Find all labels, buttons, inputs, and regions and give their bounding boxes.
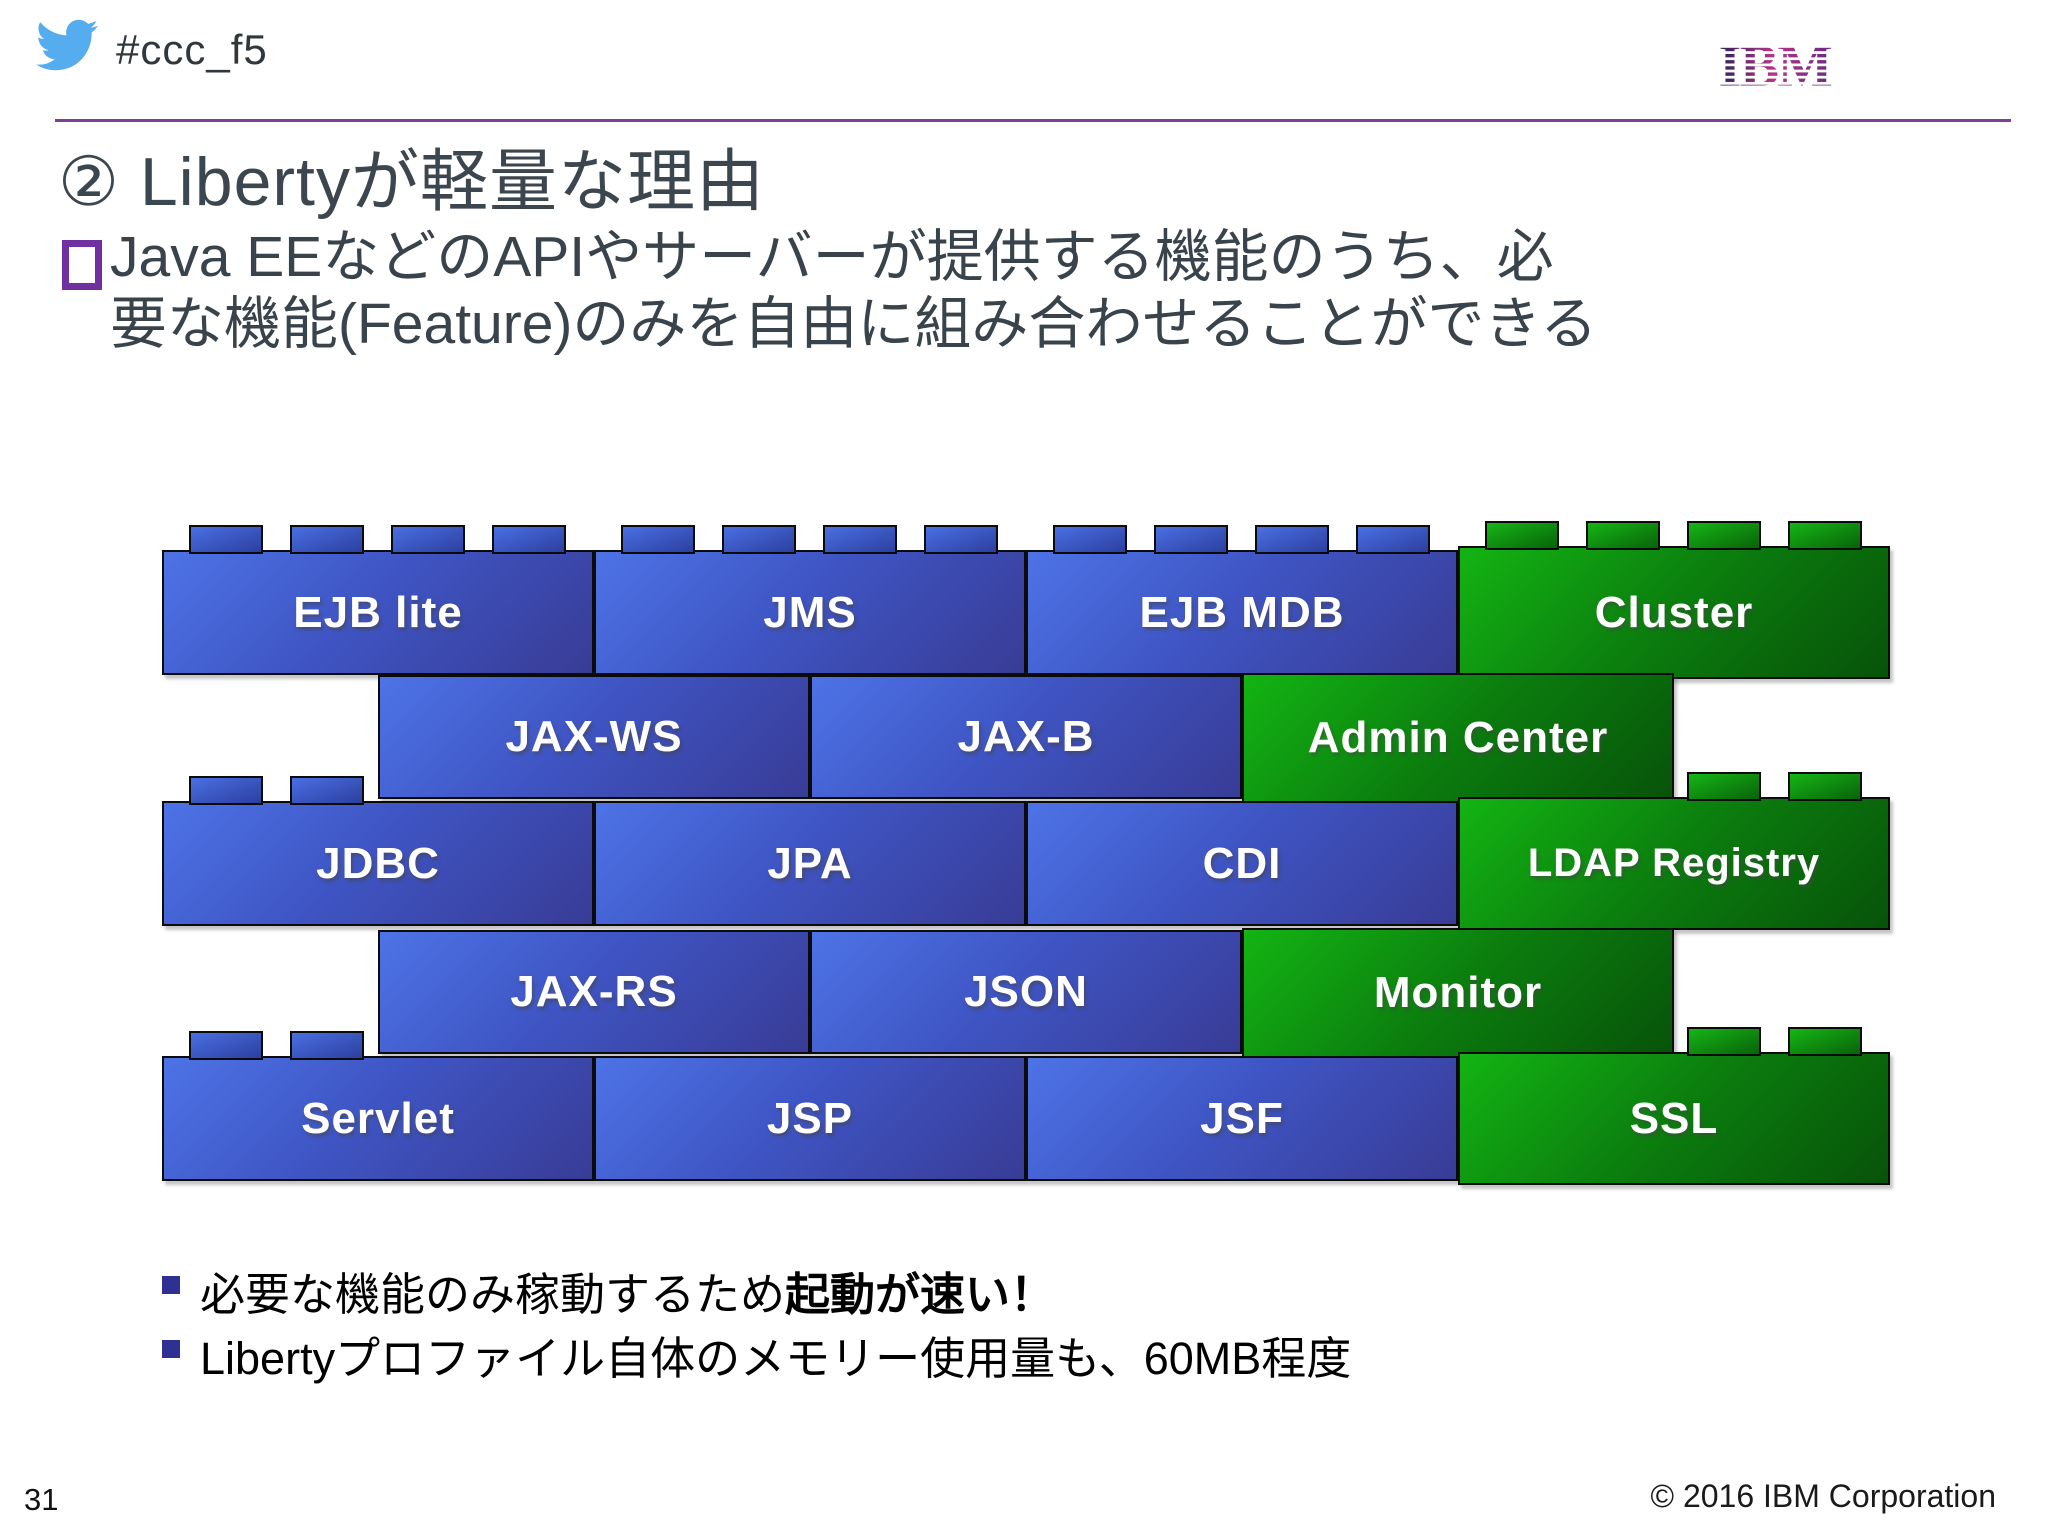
header-rule <box>55 119 2011 122</box>
brick-stud <box>1356 525 1430 554</box>
brick-stud <box>924 525 998 554</box>
twitter-bird-icon <box>36 19 98 71</box>
brick-ssl: SSL <box>1458 1027 1890 1185</box>
brick-ldap-registry: LDAP Registry <box>1458 772 1890 930</box>
brick-label: JSP <box>766 1093 854 1143</box>
note-bullet-icon <box>162 1276 180 1294</box>
brick-label: SSL <box>1629 1093 1719 1143</box>
brick-label: JPA <box>767 838 853 888</box>
note-bullet-icon <box>162 1340 180 1358</box>
note-line-1: 必要な機能のみ稼動するため起動が速い！ <box>200 1258 1055 1323</box>
brick-stud <box>1788 1027 1862 1056</box>
brick-label: EJB MDB <box>1139 587 1345 637</box>
brick-stud <box>290 776 364 805</box>
brick-jms: JMS <box>594 525 1026 675</box>
brick-stud <box>290 525 364 554</box>
brick-stud <box>391 525 465 554</box>
brick-admin-center: Admin Center <box>1242 673 1674 803</box>
brick-cdi: CDI <box>1026 801 1458 926</box>
brick-stud <box>290 1031 364 1060</box>
slide-title: ② Libertyが軽量な理由 <box>58 144 765 220</box>
lead-text: Java EEなどのAPIやサーバーが提供する機能のうち、必 要な機能(Feat… <box>110 224 1597 358</box>
brick-jax-b: JAX-B <box>810 675 1242 799</box>
note-line-2: Libertyプロファイル自体のメモリー使用量も、60MB程度 <box>200 1322 1351 1387</box>
brick-label: JSF <box>1200 1093 1284 1143</box>
brick-jdbc: JDBC <box>162 776 594 926</box>
brick-jpa: JPA <box>594 801 1026 926</box>
note-text: 必要な機能のみ稼動するため <box>200 1269 786 1320</box>
brick-jsf: JSF <box>1026 1056 1458 1181</box>
brick-stud <box>1687 521 1761 550</box>
brick-label: JDBC <box>316 838 440 888</box>
brick-monitor: Monitor <box>1242 928 1674 1058</box>
brick-stud <box>1687 1027 1761 1056</box>
lead-line-1: Java EEなどのAPIやサーバーが提供する機能のうち、必 <box>110 225 1554 289</box>
brick-ejb-lite: EJB lite <box>162 525 594 675</box>
brick-stud <box>1053 525 1127 554</box>
hashtag-label: #ccc_f5 <box>116 26 268 73</box>
brick-servlet: Servlet <box>162 1031 594 1181</box>
brick-cluster: Cluster <box>1458 521 1890 679</box>
brick-stud <box>189 525 263 554</box>
brick-stud <box>492 525 566 554</box>
brick-label: LDAP Registry <box>1527 841 1821 885</box>
note-text: Libertyプロファイル自体のメモリー使用量も、60MB程度 <box>200 1333 1352 1384</box>
brick-stud <box>189 776 263 805</box>
brick-stud <box>1687 772 1761 801</box>
brick-label: CDI <box>1202 838 1282 888</box>
brick-stud <box>823 525 897 554</box>
brick-label: JAX-B <box>957 712 1095 761</box>
page-number: 31 <box>24 1482 59 1517</box>
brick-stud <box>1788 521 1862 550</box>
purple-square-bullet-icon <box>62 240 102 290</box>
brick-json: JSON <box>810 930 1242 1054</box>
brick-label: JMS <box>763 587 857 637</box>
brick-stud <box>1485 521 1559 550</box>
note-text-bold: 起動が速い！ <box>785 1269 1056 1320</box>
brick-ejb-mdb: EJB MDB <box>1026 525 1458 675</box>
brick-stud <box>722 525 796 554</box>
brick-stud <box>621 525 695 554</box>
brick-stud <box>1788 772 1862 801</box>
brick-stud <box>1255 525 1329 554</box>
brick-stud <box>189 1031 263 1060</box>
brick-label: JSON <box>964 967 1088 1016</box>
brick-jax-ws: JAX-WS <box>378 675 810 799</box>
brick-label: JAX-RS <box>510 967 678 1016</box>
copyright-text: © 2016 IBM Corporation <box>1650 1478 1996 1514</box>
brick-label: Servlet <box>301 1093 455 1143</box>
brick-stud <box>1586 521 1660 550</box>
brick-jsp: JSP <box>594 1056 1026 1181</box>
brick-jax-rs: JAX-RS <box>378 930 810 1054</box>
brick-label: Admin Center <box>1307 713 1609 762</box>
brick-label: Cluster <box>1594 587 1754 637</box>
ibm-logo: IBM <box>1720 41 1832 89</box>
lead-line-2: 要な機能(Feature)のみを自由に組み合わせることができる <box>110 292 1598 356</box>
brick-label: Monitor <box>1373 968 1543 1017</box>
brick-label: EJB lite <box>293 587 463 637</box>
brick-stud <box>1154 525 1228 554</box>
brick-label: JAX-WS <box>505 712 683 761</box>
